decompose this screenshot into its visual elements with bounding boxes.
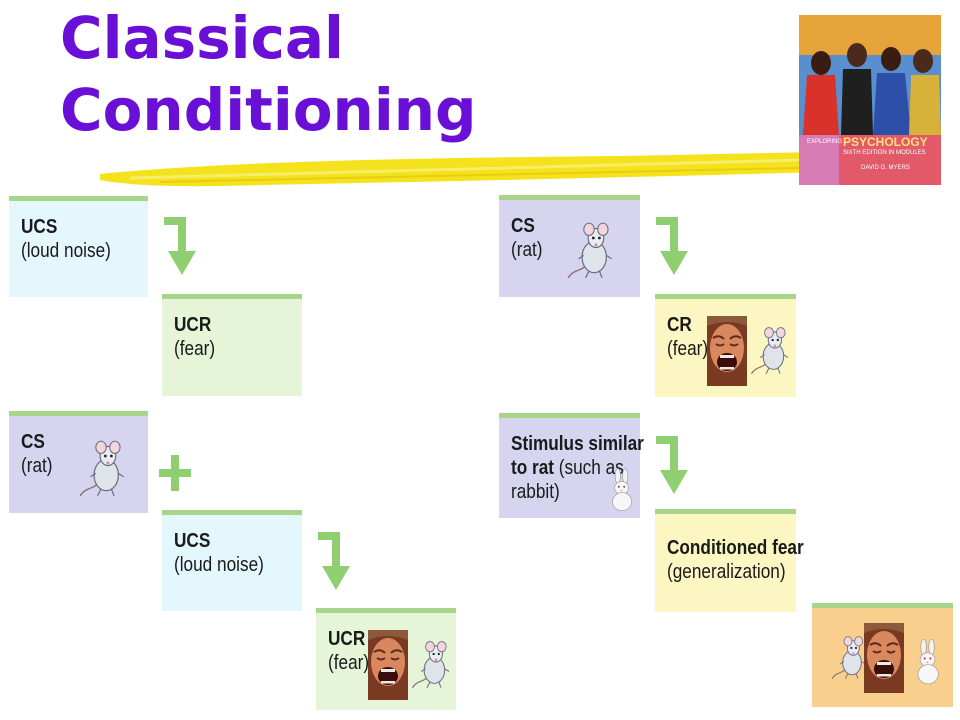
box-term: UCS xyxy=(21,216,58,238)
stimulus-line-2-bold: to rat xyxy=(511,457,554,479)
stimulus-line-2-rest: (such as xyxy=(554,457,624,479)
ucs-loud-noise-box-1: UCS (loud noise) xyxy=(9,196,148,297)
box-term: UCR xyxy=(174,314,212,336)
bent-arrow-icon xyxy=(652,213,692,277)
book-cover: EXPLORING PSYCHOLOGY SIXTH EDITION IN MO… xyxy=(799,15,941,185)
brush-stroke-divider xyxy=(100,152,820,187)
box-term: CS xyxy=(21,431,45,453)
bent-arrow-icon xyxy=(652,432,692,496)
rat-icon xyxy=(563,220,615,282)
conditioned-fear-box: Conditioned fear (generalization) xyxy=(655,509,804,612)
plus-icon xyxy=(159,455,191,491)
title-line-1: Classical xyxy=(60,4,344,72)
rabbit-icon xyxy=(910,632,944,694)
crying-baby-icon xyxy=(707,316,747,386)
book-author: DAVID G. MYERS xyxy=(861,165,910,171)
box-term: CS xyxy=(511,215,535,237)
title-line-2: Conditioning xyxy=(60,76,477,144)
cr-fear-box: CR (fear) xyxy=(655,294,796,397)
bent-arrow-icon xyxy=(314,528,354,592)
book-edition: SIXTH EDITION IN MODULES xyxy=(843,150,926,156)
stimulus-similar-box: Stimulus similar to rat (such as rabbit) xyxy=(499,413,644,520)
ucr-fear-box-1: UCR (fear) xyxy=(162,294,302,396)
ucs-loud-noise-box-2: UCS (loud noise) xyxy=(162,510,302,611)
box-description: (generalization) xyxy=(667,561,786,583)
book-series-label: EXPLORING xyxy=(807,139,843,145)
cs-rat-box-2: CS (rat) xyxy=(499,195,640,297)
rat-icon xyxy=(828,630,868,686)
rat-icon xyxy=(747,323,791,379)
rat-icon xyxy=(75,438,127,500)
rabbit-icon xyxy=(605,462,637,520)
crying-baby-icon xyxy=(864,622,904,694)
box-description: (fear) xyxy=(174,338,216,360)
box-term: Conditioned fear xyxy=(667,537,804,559)
box-term: UCR xyxy=(328,628,366,650)
box-description: (fear) xyxy=(328,652,370,674)
stimulus-line-1: Stimulus similar xyxy=(511,433,644,455)
stimulus-line-3: rabbit) xyxy=(511,481,560,503)
box-term: UCS xyxy=(174,530,211,552)
box-description: (rat) xyxy=(511,239,543,261)
box-description: (fear) xyxy=(667,338,709,360)
book-cover-art xyxy=(799,15,941,185)
page-title: Classical Conditioning xyxy=(60,2,477,146)
crying-baby-icon xyxy=(368,630,408,700)
box-term: CR xyxy=(667,314,692,336)
bent-arrow-icon xyxy=(160,213,200,277)
book-title: PSYCHOLOGY xyxy=(843,135,928,149)
rat-icon xyxy=(408,637,452,693)
cs-rat-box-1: CS (rat) xyxy=(9,411,148,513)
box-description: (loud noise) xyxy=(174,554,264,576)
box-description: (loud noise) xyxy=(21,240,111,262)
box-description: (rat) xyxy=(21,455,53,477)
ucr-fear-box-2: UCR (fear) xyxy=(316,608,456,710)
generalization-summary-box xyxy=(812,603,953,707)
